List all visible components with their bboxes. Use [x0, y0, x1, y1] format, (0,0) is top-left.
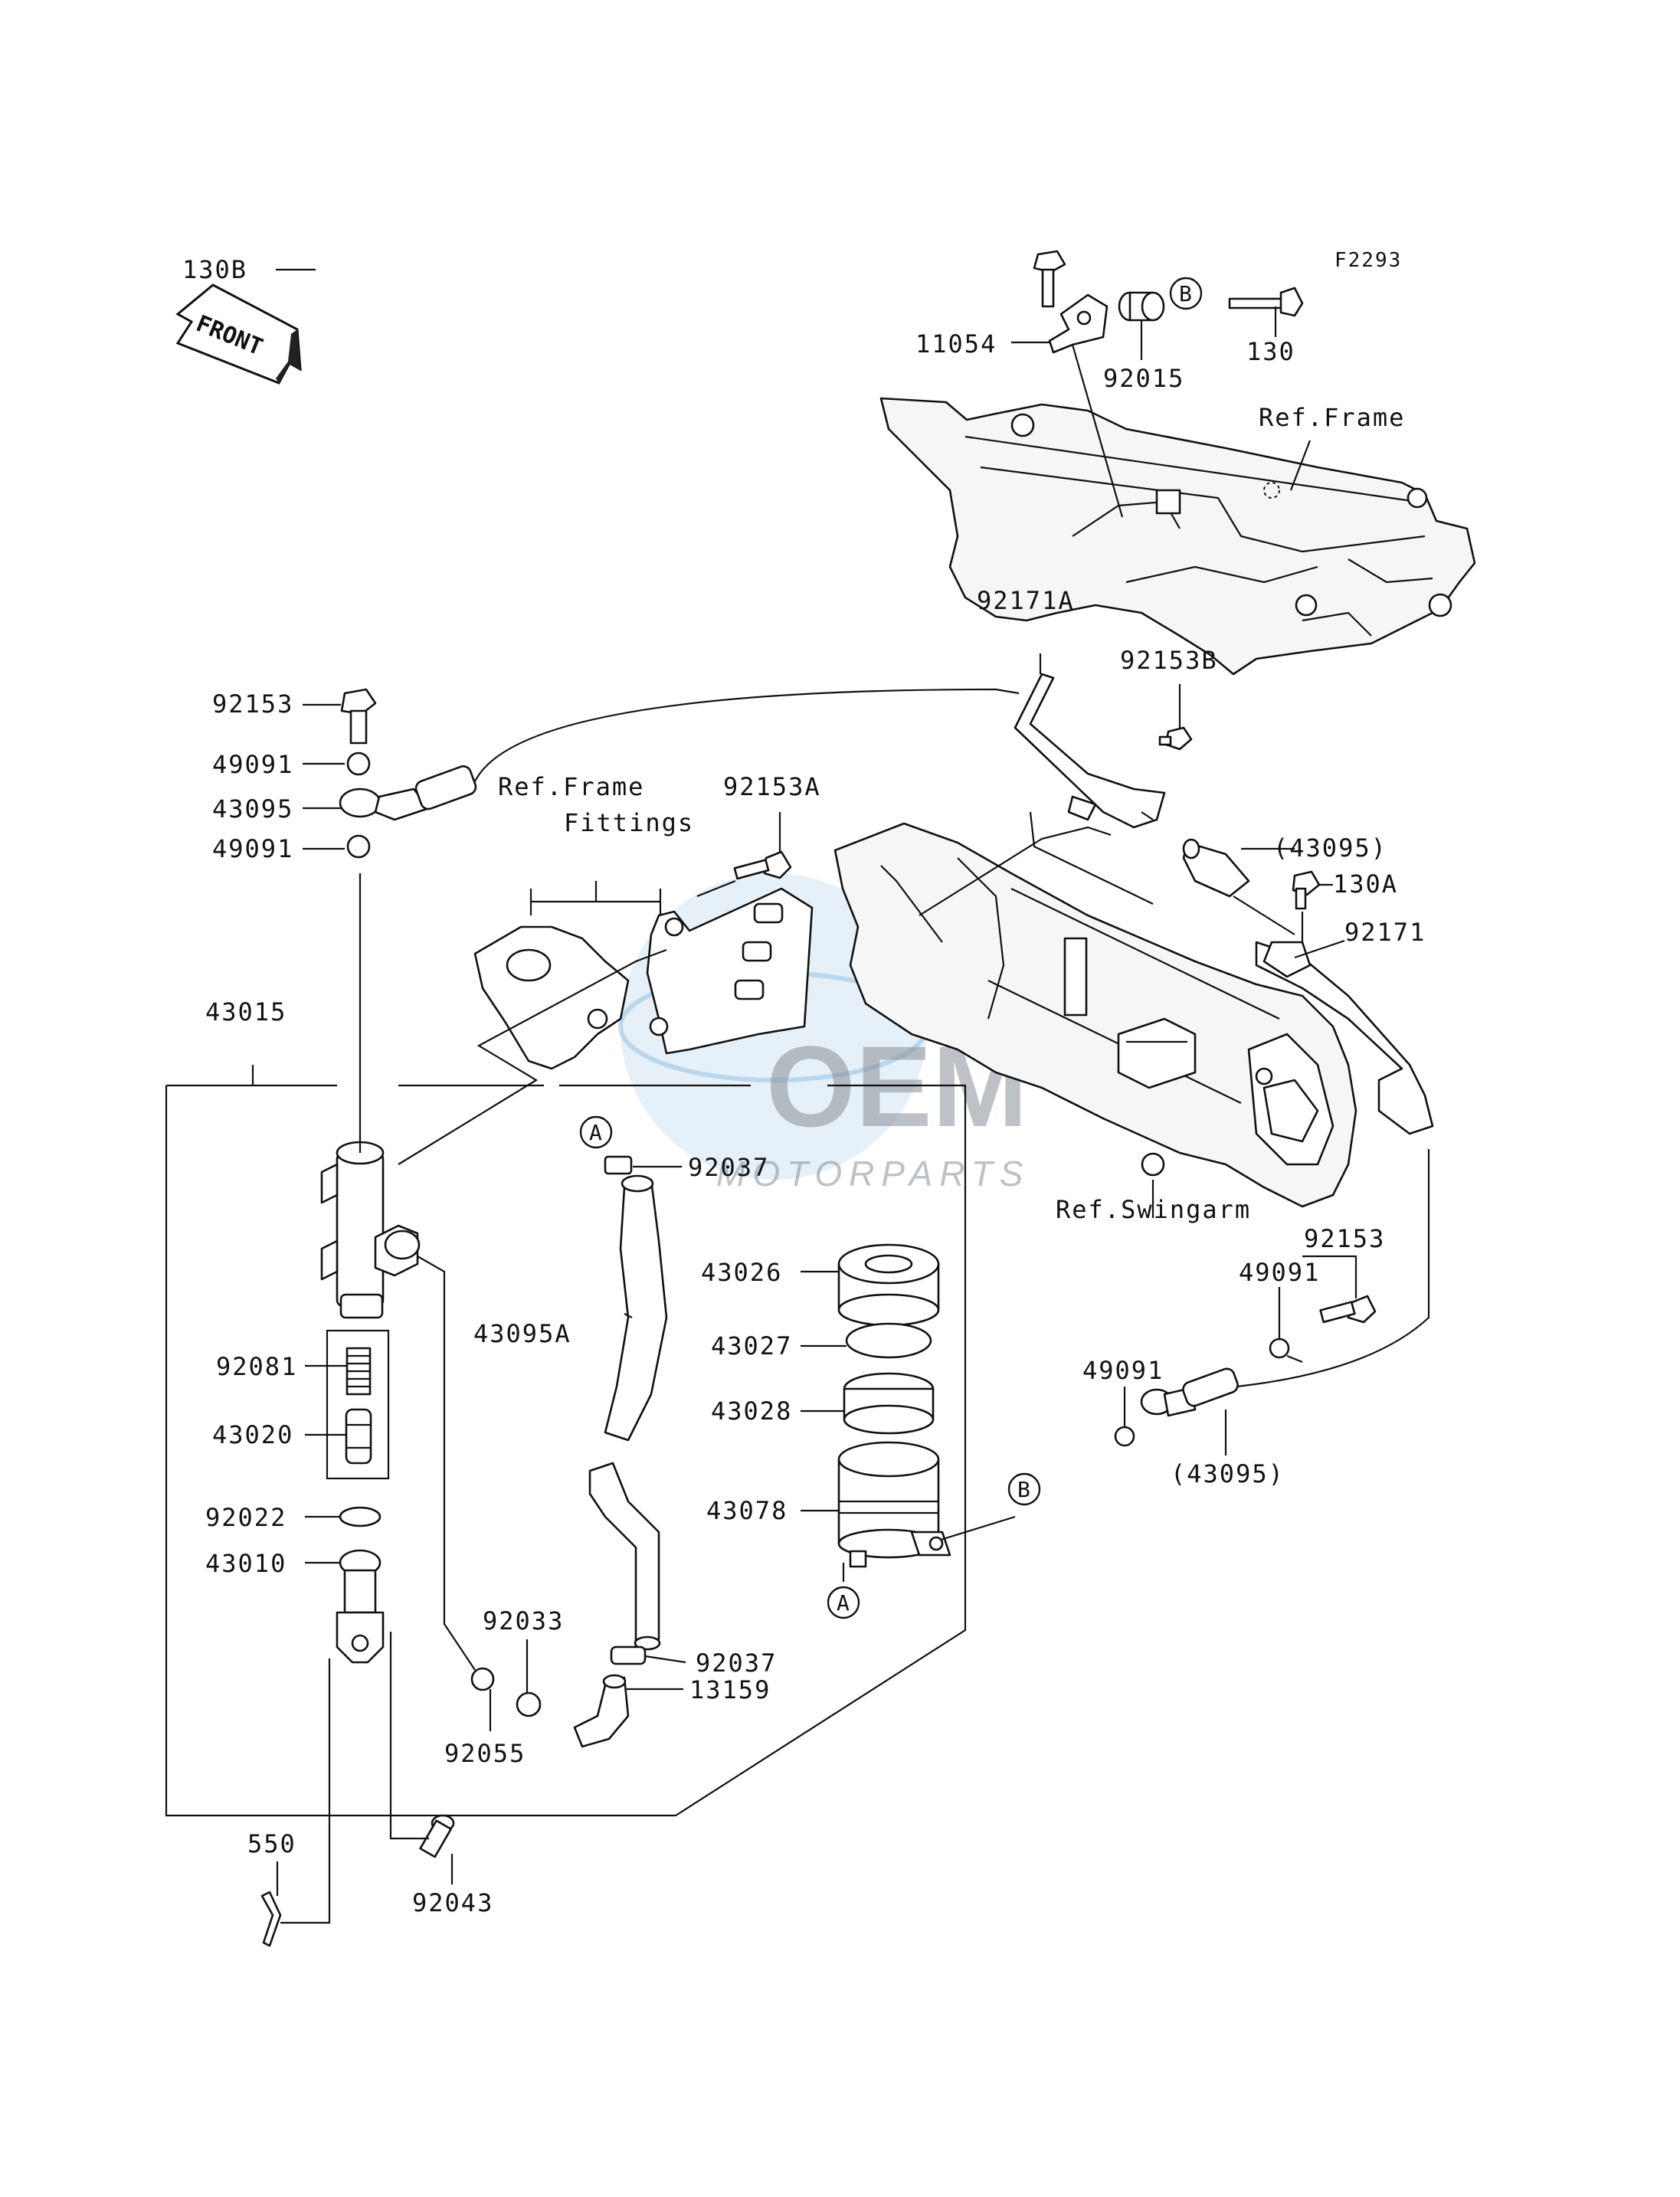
label-43078: 43078: [706, 1496, 788, 1525]
marker-a-top: A: [579, 1115, 613, 1149]
label-130A: 130A: [1333, 869, 1398, 899]
label-130B: 130B: [182, 255, 247, 284]
washer-49091-top1-icon: [346, 751, 371, 776]
cotter-pin-550-icon: [260, 1891, 282, 1947]
plate-43027-icon: [845, 1322, 932, 1359]
collar-92015-icon: [1118, 291, 1165, 322]
kit-box: [326, 1329, 390, 1480]
ref-frame-top-label: Ref.Frame: [1259, 403, 1405, 432]
piston-43020-icon: [345, 1408, 372, 1465]
banjo-43095-top-icon: [339, 765, 477, 821]
label-92043: 92043: [412, 1888, 493, 1917]
label-43026: 43026: [701, 1258, 782, 1287]
label-550: 550: [247, 1829, 296, 1858]
ref-frame-fittings-label-2: Fittings: [564, 808, 694, 837]
bolt-92153B-icon: [1158, 726, 1193, 751]
label-43095-paren1: (43095): [1273, 833, 1387, 863]
label-43015: 43015: [205, 997, 287, 1026]
label-92015: 92015: [1103, 364, 1184, 393]
label-92055: 92055: [444, 1739, 526, 1768]
spring-92081-icon: [345, 1347, 372, 1396]
washer-49091-right2-icon: [1114, 1426, 1135, 1447]
fitting-13159-icon: [573, 1674, 630, 1748]
label-43095A: 43095A: [473, 1319, 571, 1348]
bolt-130A-icon: [1292, 870, 1321, 910]
ref-frame-fittings-label-1: Ref.Frame: [498, 772, 644, 801]
label-92153-right: 92153: [1304, 1224, 1385, 1253]
ref-frame-shape: [879, 397, 1476, 676]
front-arrow-icon: FRONT: [175, 283, 302, 385]
seal-92022-icon: [339, 1506, 382, 1527]
marker-b-top: B: [1169, 277, 1203, 310]
fitting-43095-right-icon: [1182, 838, 1250, 898]
label-43028: 43028: [711, 1396, 792, 1426]
svg-text:B: B: [1017, 1477, 1030, 1502]
pushrod-43010-icon: [336, 1549, 385, 1664]
hose-43095A-icon: [588, 1174, 668, 1651]
label-43027: 43027: [711, 1331, 792, 1360]
leader-lines: [165, 268, 1430, 1924]
label-13159: 13159: [689, 1675, 771, 1704]
label-11054: 11054: [915, 329, 997, 359]
label-49091-top1: 49091: [212, 750, 293, 779]
label-92033: 92033: [483, 1606, 564, 1635]
label-92022: 92022: [205, 1503, 287, 1532]
label-92037-bot: 92037: [696, 1649, 777, 1678]
ref-swingarm-shape: [833, 822, 1357, 1208]
svg-text:B: B: [1179, 281, 1192, 306]
marker-a-bottom: A: [827, 1586, 860, 1619]
heel-guard: [1014, 673, 1434, 1135]
bracket-11054-icon: [1048, 293, 1109, 354]
label-92153-top: 92153: [212, 689, 293, 719]
svg-text:A: A: [837, 1590, 850, 1616]
label-92171A: 92171A: [977, 586, 1075, 615]
cap-43026-icon: [837, 1243, 940, 1327]
label-92081: 92081: [216, 1352, 297, 1381]
bolt-92153-right-icon: [1319, 1295, 1377, 1324]
label-92153A: 92153A: [723, 772, 821, 801]
label-130: 130: [1246, 337, 1295, 366]
washer-49091-right1-icon: [1269, 1338, 1290, 1359]
label-43095-top: 43095: [212, 794, 293, 823]
bolt-130B-icon: [1033, 250, 1066, 308]
label-49091-top2: 49091: [212, 834, 293, 863]
label-43010: 43010: [205, 1549, 287, 1578]
label-49091-right2: 49091: [1082, 1356, 1164, 1385]
label-43095-paren2: (43095): [1171, 1459, 1285, 1488]
label-92037-top: 92037: [688, 1153, 769, 1182]
banjo-43095-right-icon: [1140, 1367, 1239, 1417]
bolt-130-icon: [1228, 286, 1304, 317]
ref-frame-fittings: [473, 887, 814, 1070]
bolt-92153-top-icon: [340, 688, 377, 745]
label-43020: 43020: [212, 1420, 293, 1449]
ref-swingarm-label: Ref.Swingarm: [1056, 1195, 1251, 1224]
marker-b-right: B: [1007, 1472, 1041, 1506]
clip-92037-top-icon: [604, 1155, 633, 1175]
washer-49091-top2-icon: [346, 834, 371, 859]
bolt-92153A-icon: [733, 850, 792, 880]
oring-92055-icon: [470, 1667, 495, 1691]
circlip-92033-icon: [516, 1691, 542, 1717]
label-92171: 92171: [1344, 918, 1426, 947]
diaphragm-43028-icon: [843, 1372, 935, 1435]
svg-text:A: A: [589, 1120, 602, 1145]
label-49091-right1: 49091: [1239, 1258, 1320, 1287]
watermark-sub: MOTORPARTS: [716, 1154, 1030, 1193]
reservoir-43078-icon: [837, 1441, 951, 1568]
master-cylinder-43015-icon: [320, 1141, 421, 1319]
clamp-92037-bot-icon: [610, 1645, 647, 1665]
pin-92043-icon: [419, 1814, 455, 1858]
label-92153B: 92153B: [1120, 646, 1218, 675]
diagram-code: F2293: [1335, 249, 1402, 272]
